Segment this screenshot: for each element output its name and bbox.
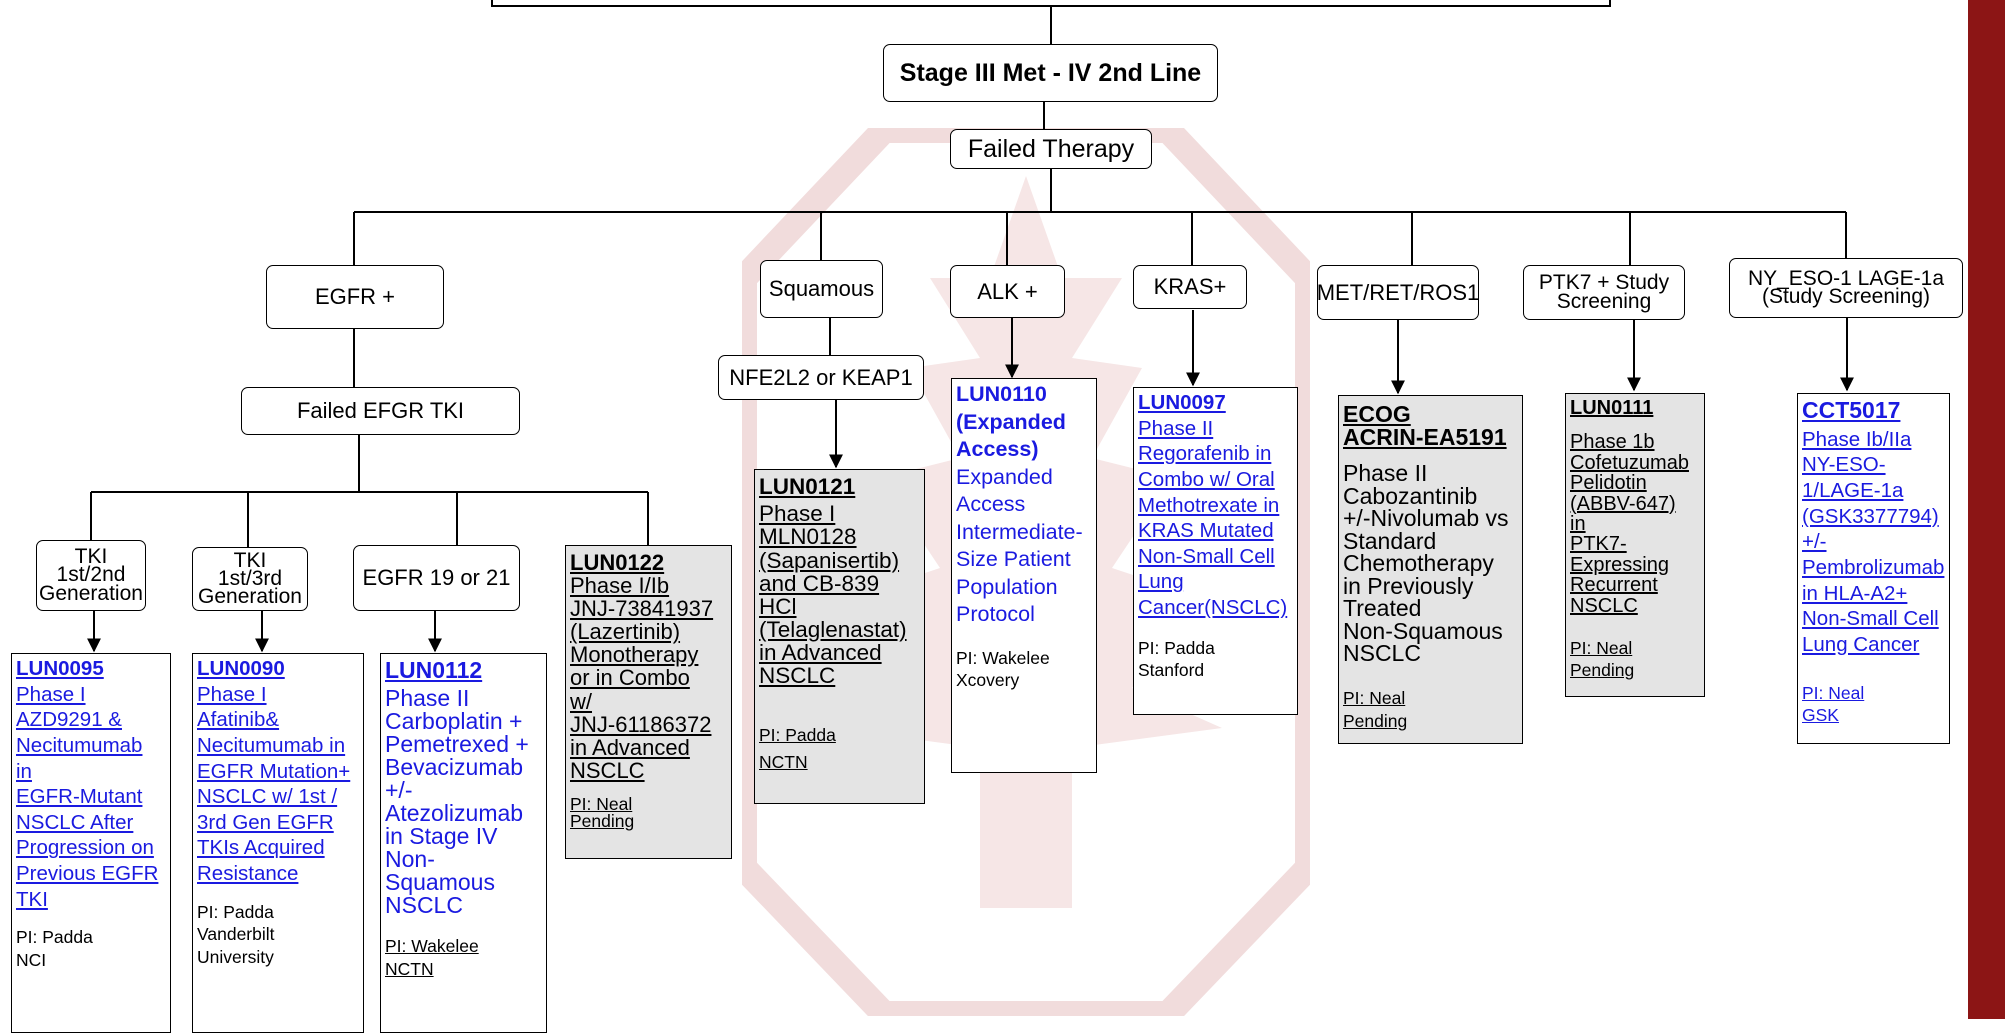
tki-1st-3rd-node: TKI 1st/3rd Generation [192, 547, 308, 611]
trial-card-lun0121[interactable]: LUN0121 Phase I MLN0128 (Sapanisertib) a… [754, 469, 925, 804]
met-ret-ros1-branch-node: MET/RET/ROS1 [1317, 265, 1479, 320]
trial-pi: PI: Padda Vanderbilt University [197, 901, 275, 968]
trial-id[interactable]: CCT5017 [1802, 397, 1901, 423]
accent-bar [1968, 0, 2005, 1019]
trial-id[interactable]: LUN0095 [16, 657, 104, 680]
egfr-19-21-node: EGFR 19 or 21 [353, 545, 520, 611]
egfr-branch-node: EGFR + [266, 265, 444, 329]
trial-id[interactable]: LUN0110 (Expanded Access) [956, 382, 1066, 462]
trial-title[interactable]: Expanded Access Intermediate- Size Patie… [956, 464, 1083, 627]
trial-id[interactable]: LUN0122 [570, 550, 665, 575]
ny-eso-1-branch-node: NY_ESO-1 LAGE-1a (Study Screening) [1729, 258, 1963, 318]
root-node-stage-iii-iv: Stage III Met - IV 2nd Line [883, 44, 1218, 102]
trial-pi[interactable]: PI: Padda NCTN [759, 724, 836, 772]
trial-id[interactable]: LUN0097 [1138, 391, 1226, 414]
trial-pi[interactable]: PI: Neal Pending [1570, 637, 1635, 680]
top-parent-box [491, 0, 1611, 7]
trial-pi: PI: Padda NCI [16, 927, 93, 970]
trial-pi[interactable]: PI: Wakelee NCTN [385, 936, 479, 979]
alk-branch-node: ALK + [950, 265, 1065, 318]
trial-pi: PI: Wakelee Xcovery [956, 647, 1050, 691]
trial-title[interactable]: Phase II Carboplatin + Pemetrexed + Beva… [385, 685, 529, 918]
trial-card-lun0110[interactable]: LUN0110 (Expanded Access) Expanded Acces… [951, 378, 1097, 773]
trial-id[interactable]: LUN0121 [759, 474, 856, 499]
trial-title[interactable]: Phase Ib/IIa NY-ESO-1/LAGE-1a (GSK337779… [1802, 427, 1945, 656]
trial-id[interactable]: ECOG ACRIN-EA5191 [1343, 401, 1507, 450]
trial-pi[interactable]: PI: Neal GSK [1802, 683, 1865, 726]
trial-title[interactable]: Phase II Regorafenib in Combo w/ Oral Me… [1138, 416, 1288, 619]
trial-card-lun0112[interactable]: LUN0112 Phase II Carboplatin + Pemetrexe… [380, 653, 547, 1033]
ptk7-branch-node: PTK7 + Study Screening [1523, 265, 1685, 320]
trial-id[interactable]: LUN0090 [197, 657, 285, 680]
nfe2l2-keap1-node: NFE2L2 or KEAP1 [718, 355, 924, 400]
trial-card-lun0111[interactable]: LUN0111 Phase 1b Cofetuzumab Pelidotin (… [1565, 393, 1705, 697]
trial-title[interactable]: Phase II Cabozantinib +/-Nivolumab vs St… [1343, 460, 1509, 667]
squamous-branch-node: Squamous [760, 260, 883, 318]
trial-card-lun0090[interactable]: LUN0090 Phase I Afatinib& Necitumumab in… [192, 653, 364, 1033]
trial-card-lun0097[interactable]: LUN0097 Phase II Regorafenib in Combo w/… [1133, 387, 1298, 715]
trial-title[interactable]: Phase I Afatinib& Necitumumab in EGFR Mu… [197, 682, 351, 885]
trial-title[interactable]: Phase I/Ib JNJ-73841937 (Lazertinib) Mon… [570, 573, 714, 783]
trial-pi[interactable]: PI: Neal Pending [1343, 687, 1408, 731]
trial-pi: PI: Padda Stanford [1138, 637, 1215, 681]
failed-therapy-node: Failed Therapy [950, 129, 1152, 169]
kras-branch-node: KRAS+ [1133, 265, 1247, 309]
tki-1st-2nd-node: TKI 1st/2nd Generation [36, 540, 146, 611]
trial-pi[interactable]: PI: Neal Pending [570, 793, 635, 832]
failed-egfr-tki-node: Failed EFGR TKI [241, 387, 520, 435]
trial-title[interactable]: Phase 1b Cofetuzumab Pelidotin (ABBV-647… [1570, 431, 1689, 617]
trial-title[interactable]: Phase I MLN0128 (Sapanisertib) and CB-83… [759, 501, 907, 689]
trial-id[interactable]: LUN0112 [385, 657, 483, 683]
trial-id[interactable]: LUN0111 [1570, 397, 1654, 419]
trial-card-lun0122[interactable]: LUN0122 Phase I/Ib JNJ-73841937 (Lazerti… [565, 545, 732, 859]
trial-card-cct5017[interactable]: CCT5017 Phase Ib/IIa NY-ESO-1/LAGE-1a (G… [1797, 393, 1950, 744]
trial-title[interactable]: Phase I AZD9291 & Necitumumab in EGFR-Mu… [16, 682, 159, 911]
trial-card-lun0095[interactable]: LUN0095 Phase I AZD9291 & Necitumumab in… [11, 653, 171, 1033]
trial-card-ecog-acrin-ea5191[interactable]: ECOG ACRIN-EA5191 Phase II Cabozantinib … [1338, 395, 1523, 744]
